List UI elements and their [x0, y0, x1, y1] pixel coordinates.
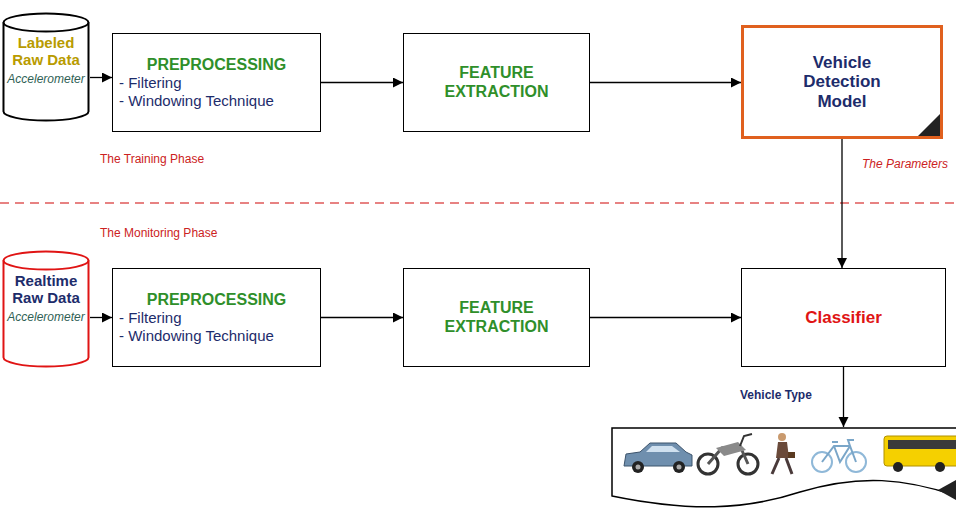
node-text: Accelerometer: [6, 73, 86, 87]
node-content: PREPROCESSING- Filtering- Windowing Tech…: [119, 56, 314, 109]
node-text: Accelerometer: [6, 311, 86, 325]
node-content: PREPROCESSING- Filtering- Windowing Tech…: [119, 291, 314, 344]
process-box: PREPROCESSING- Filtering- Windowing Tech…: [112, 33, 321, 132]
node-title: Labeled Raw Data: [6, 34, 86, 69]
panel-corner: [938, 480, 956, 500]
process-box: FEATURE EXTRACTION: [403, 33, 590, 132]
flow-arrow: [841, 139, 842, 268]
node-content: Classifier: [750, 308, 937, 328]
process-box: Classifier: [741, 268, 946, 367]
node-title: FEATURE EXTRACTION: [412, 64, 581, 101]
process-box: Vehicle Detection Model: [741, 25, 943, 139]
output-panel: [612, 428, 956, 507]
node-text: - Windowing Technique: [119, 92, 314, 109]
panel-outline: [612, 428, 956, 507]
process-box: FEATURE EXTRACTION: [403, 268, 590, 367]
node-title: Realtime Raw Data: [6, 272, 86, 307]
bicycle-icon: [812, 440, 866, 472]
flow-arrow: [590, 82, 741, 83]
motorcycle-icon: [698, 434, 758, 474]
phase-divider: [0, 202, 956, 204]
flow-arrow: [321, 317, 403, 318]
node-title: PREPROCESSING: [119, 56, 314, 74]
flow-arrow: [321, 82, 403, 83]
edge-label: The Parameters: [862, 157, 948, 171]
data-store: Realtime Raw DataAccelerometer: [2, 250, 90, 368]
node-content: Realtime Raw DataAccelerometer: [6, 272, 86, 324]
node-title: Vehicle Detection Model: [792, 53, 892, 112]
node-text: - Filtering: [119, 309, 314, 326]
output-arrow: [843, 367, 844, 427]
node-content: Labeled Raw DataAccelerometer: [6, 34, 86, 86]
flow-arrow: [590, 317, 741, 318]
phase-label: The Monitoring Phase: [100, 226, 217, 240]
node-content: FEATURE EXTRACTION: [412, 299, 581, 336]
node-content: Vehicle Detection Model: [792, 53, 892, 112]
phase-label: The Training Phase: [100, 152, 204, 166]
car-icon: [624, 443, 692, 473]
cylinder-outline: [2, 250, 90, 368]
data-store: Labeled Raw DataAccelerometer: [2, 12, 90, 122]
node-title: PREPROCESSING: [119, 291, 314, 309]
bus-icon: [884, 436, 956, 472]
process-box: PREPROCESSING- Filtering- Windowing Tech…: [112, 268, 321, 367]
pedestrian-icon: [772, 433, 795, 474]
flow-arrow: [90, 317, 112, 318]
node-text: - Windowing Technique: [119, 327, 314, 344]
output-label: Vehicle Type: [740, 388, 812, 402]
flow-arrow: [90, 77, 112, 78]
node-text: - Filtering: [119, 74, 314, 91]
node-title: FEATURE EXTRACTION: [412, 299, 581, 336]
node-title: Classifier: [750, 308, 937, 328]
node-content: FEATURE EXTRACTION: [412, 64, 581, 101]
